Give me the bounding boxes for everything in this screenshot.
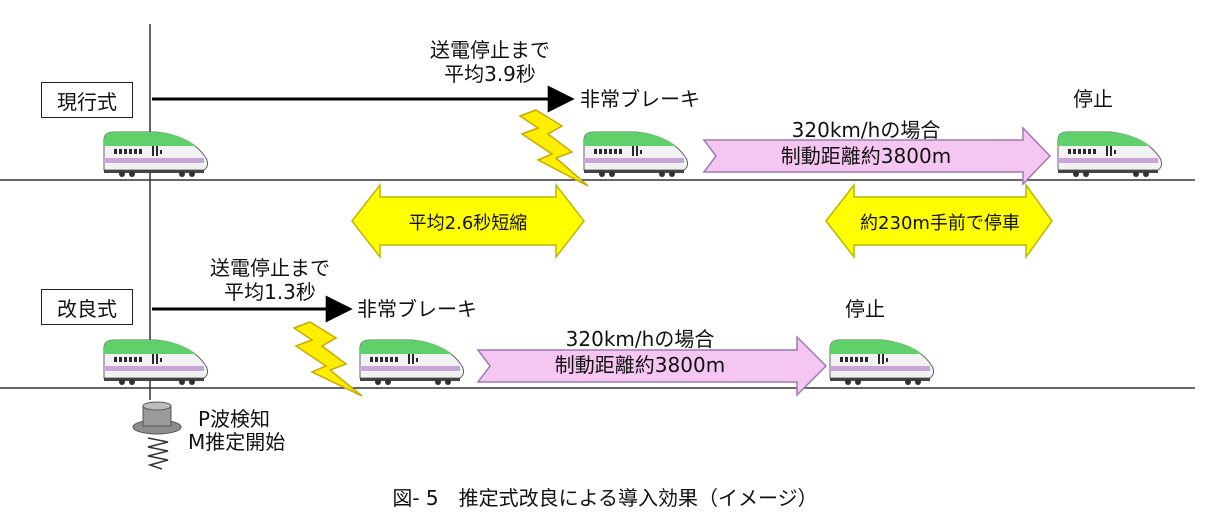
time-saved-arrow (351, 182, 585, 260)
train-improved-stop (829, 339, 935, 386)
sensor-text: P波検知 M推定開始 (188, 408, 285, 454)
current-brake-text: 非常ブレーキ (580, 87, 700, 111)
braking-arrow-improved (476, 335, 828, 397)
current-distance-text: 320km/hの場合 制動距離約3800m (716, 118, 1016, 168)
stop-earlier-arrow (825, 182, 1053, 260)
current-distance-line1: 320km/hの場合 (791, 118, 941, 142)
seismometer-icon (132, 401, 182, 470)
improved-delay-line1: 送電停止まで (210, 256, 330, 280)
current-delay-line2: 平均3.9秒 (444, 62, 536, 86)
sensor-line1: P波検知 (198, 407, 271, 431)
train-current-brake (583, 131, 689, 178)
time-saved-text: 平均2.6秒短縮 (408, 213, 528, 234)
stop-earlier-text: 約230m手前で停車 (860, 213, 1020, 234)
train-improved-brake (359, 339, 465, 386)
lightning-current (518, 109, 589, 187)
train-current-stop (1057, 131, 1163, 178)
improved-system-label: 改良式 (41, 289, 133, 325)
current-system-label: 現行式 (41, 82, 133, 118)
current-delay-text: 送電停止まで 平均3.9秒 (405, 38, 575, 86)
sensor-line2: M推定開始 (188, 430, 286, 454)
improved-brake-text: 非常ブレーキ (357, 297, 477, 321)
lightning-improved (292, 321, 363, 397)
current-stop-text: 停止 (1073, 87, 1113, 111)
train-current-start (103, 131, 209, 178)
improved-system-label-text: 改良式 (57, 296, 117, 321)
improved-distance-text: 320km/hの場合 制動距離約3800m (490, 327, 790, 377)
improved-distance-line2: 制動距離約3800m (554, 353, 726, 377)
improved-delay-text: 送電停止まで 平均1.3秒 (185, 256, 355, 304)
current-delay-line1: 送電停止まで (430, 38, 550, 62)
improved-stop-text: 停止 (845, 297, 885, 321)
current-system-label-text: 現行式 (57, 89, 117, 114)
improved-delay-line2: 平均1.3秒 (224, 280, 316, 304)
improved-distance-line1: 320km/hの場合 (565, 327, 715, 351)
braking-arrow-current (702, 126, 1052, 186)
current-distance-line2: 制動距離約3800m (780, 144, 952, 168)
train-improved-start (103, 339, 209, 386)
figure-caption: 図- 5 推定式改良による導入効果（イメージ） (392, 486, 818, 510)
